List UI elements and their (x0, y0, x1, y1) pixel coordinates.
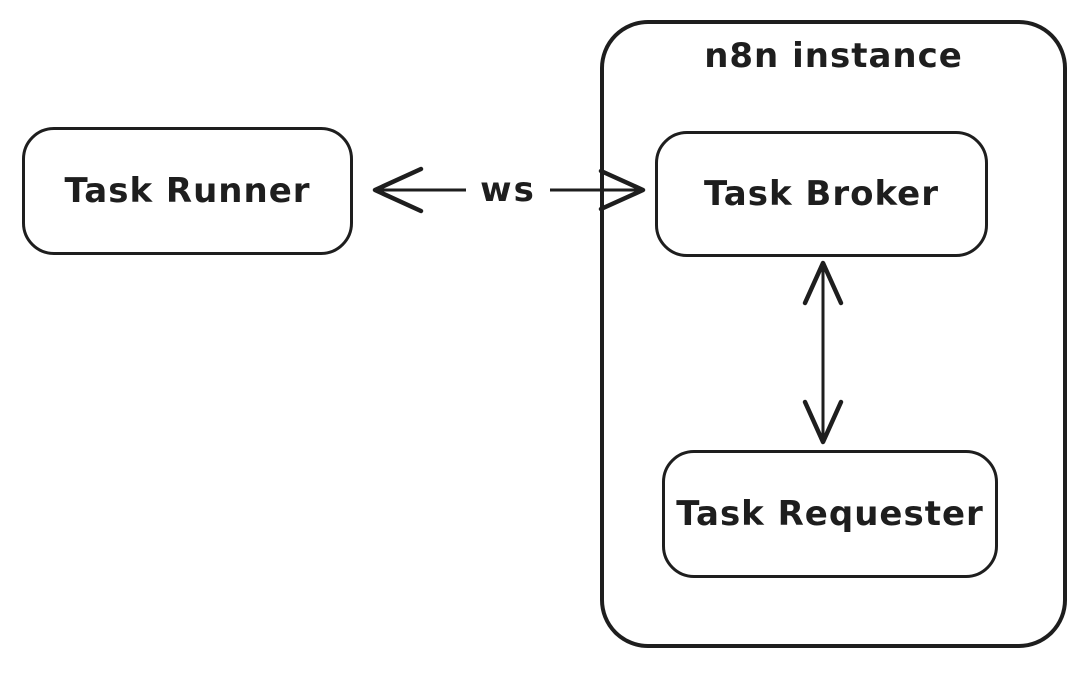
node-task-requester: Task Requester (662, 450, 998, 578)
node-task-broker-label: Task Broker (703, 174, 939, 214)
node-task-requester-label: Task Requester (676, 494, 984, 534)
node-task-runner-label: Task Runner (64, 171, 311, 211)
node-task-runner: Task Runner (22, 127, 353, 255)
node-task-broker: Task Broker (655, 131, 988, 257)
group-n8n-instance-label: n8n instance (704, 36, 963, 76)
edge-ws-label: ws (466, 166, 550, 214)
